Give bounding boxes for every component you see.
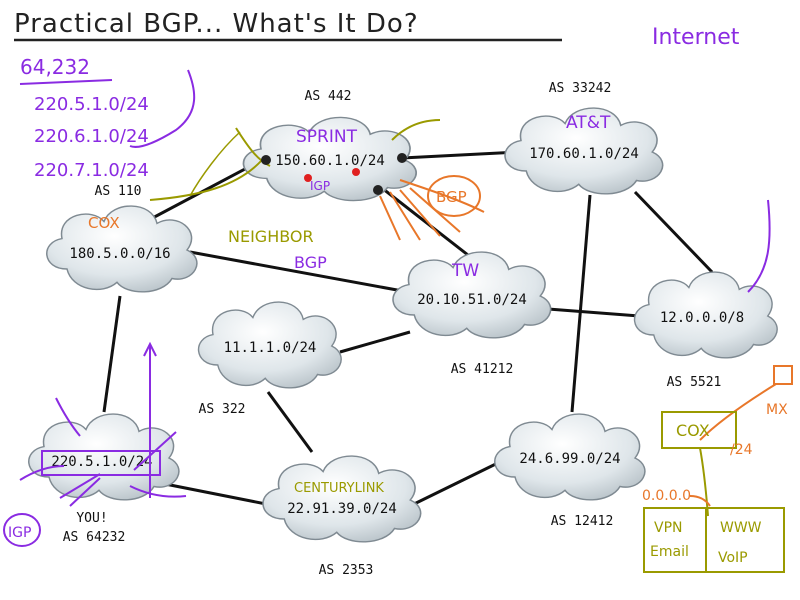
voip-label: VoIP (718, 550, 748, 566)
neighbor-label: NEIGHBOR (228, 227, 314, 246)
www-label: WWW (720, 520, 762, 536)
cloud-twentyfour: 24.6.99.0/24 AS 12412 (494, 413, 646, 529)
tw-handwriting: TW (451, 261, 479, 281)
as-links (102, 150, 714, 508)
cloud-network-label: 150.60.1.0/24 (275, 153, 385, 169)
sprint-handwriting: SPRINT (296, 127, 358, 147)
cloud-twelve: 12.0.0.0/8 AS 5521 (633, 271, 778, 390)
cloud-as-label: AS 12412 (551, 514, 614, 529)
att-handwriting: AT&T (566, 113, 611, 133)
cloud-network-label: 220.5.1.0/24 (51, 454, 152, 470)
page-title: Practical BGP... What's It Do? (14, 9, 419, 39)
prefix-pointer-arrow (129, 69, 196, 148)
cloud-as-label: AS 322 (199, 402, 246, 417)
customer-as-number: 64,232 (20, 55, 90, 79)
prefix-3: 220.7.1.0/24 (34, 160, 149, 181)
zero-net-label: 0.0.0.0 (642, 488, 691, 504)
cloud-as-label: AS 41212 (451, 362, 514, 377)
cloud-network-label: 22.91.39.0/24 (287, 501, 397, 517)
cloud-sprint: 150.60.1.0/24 AS 442 SPRINT (242, 89, 418, 202)
cloud-you: 220.5.1.0/24 AS 64232 YOU! (28, 413, 180, 545)
sprint-igp-label: IGP (310, 179, 330, 193)
cloud-as-label: AS 110 (95, 184, 142, 199)
you-label: YOU! (76, 511, 107, 526)
cloud-eleven: 11.1.1.0/24 AS 322 (197, 301, 342, 417)
email-label: Email (650, 544, 689, 560)
cloud-att: 170.60.1.0/24 AS 33242 AT&T (504, 81, 664, 195)
cloud-cox: 180.5.0.0/16 AS 110 COX (46, 184, 198, 293)
cloud-as-label: AS 5521 (667, 375, 722, 390)
cloud-tw: 20.10.51.0/24 AS 41212 TW (392, 251, 552, 377)
mx-label: MX (766, 402, 788, 418)
cloud-network-label: 11.1.1.0/24 (224, 340, 317, 356)
vpn-label: VPN (654, 520, 683, 536)
cloud-network-label: 12.0.0.0/8 (660, 310, 744, 326)
you-annotations: IGP (3, 341, 187, 547)
cloud-as-label: AS 2353 (319, 563, 374, 578)
prefix-2: 220.6.1.0/24 (34, 126, 149, 147)
prefix-1: 220.5.1.0/24 (34, 94, 149, 115)
cloud-network-label: 24.6.99.0/24 (519, 451, 620, 467)
internet-arrow (747, 199, 771, 293)
cloud-network-label: 20.10.51.0/24 (417, 292, 527, 308)
cloud-network-label: 180.5.0.0/16 (69, 246, 170, 262)
cloud-centurylink: 22.91.39.0/24 AS 2353 CENTURYLINK (262, 455, 422, 578)
igp-label: IGP (8, 525, 31, 541)
cox-box-label: COX (676, 421, 710, 440)
sprint-annotations: BGP IGP NEIGHBOR BGP (149, 119, 485, 272)
cox-handwriting: COX (88, 214, 120, 232)
slash24-label: /24 (730, 442, 753, 458)
cloud-network-label: 170.60.1.0/24 (529, 146, 639, 162)
bgp-bubble-label: BGP (436, 188, 467, 206)
internet-label: Internet (652, 25, 740, 50)
bgp-small-label: BGP (294, 253, 327, 272)
server-sketch: MX COX /24 0.0.0.0 VPN Email WWW VoIP (642, 365, 793, 573)
centurylink-handwriting: CENTURYLINK (294, 481, 384, 496)
as-number-underline (19, 79, 113, 85)
cloud-as-label: AS 33242 (549, 81, 612, 96)
cloud-as-label: AS 442 (305, 89, 352, 104)
cloud-as-label: AS 64232 (63, 530, 126, 545)
